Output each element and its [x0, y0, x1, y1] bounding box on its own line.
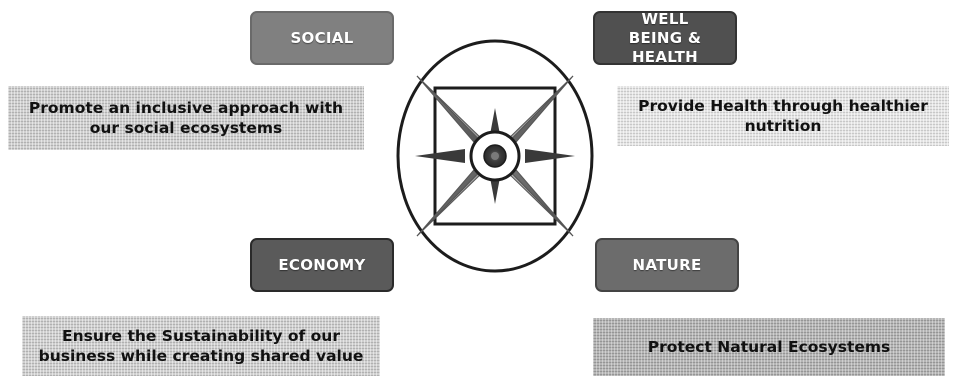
compass-rose-icon	[396, 39, 594, 273]
wellbeing-description-text: Provide Health through healthier nutriti…	[638, 97, 928, 135]
nature-label-text: NATURE	[632, 255, 702, 274]
compass-point-east	[525, 149, 575, 163]
wellbeing-label-text: WELL BEING & HEALTH	[628, 9, 702, 66]
social-label-text: SOCIAL	[290, 28, 354, 47]
nature-description-text: Protect Natural Ecosystems	[647, 338, 891, 356]
economy-label-text: ECONOMY	[278, 255, 366, 274]
economy-description: Ensure the Sustainability of our busines…	[22, 316, 380, 376]
nature-label: NATURE	[595, 238, 739, 292]
social-label: SOCIAL	[250, 11, 394, 65]
wellbeing-description: Provide Health through healthier nutriti…	[617, 86, 949, 146]
social-description: Promote an inclusive approach with our s…	[8, 86, 364, 150]
wellbeing-label: WELL BEING & HEALTH	[593, 9, 737, 66]
economy-label: ECONOMY	[250, 238, 394, 292]
compass-point-west	[415, 149, 465, 163]
compass-diagonal-points	[416, 75, 574, 237]
economy-description-text: Ensure the Sustainability of our busines…	[38, 327, 364, 365]
social-description-text: Promote an inclusive approach with our s…	[28, 99, 344, 137]
nature-description: Protect Natural Ecosystems	[593, 318, 945, 376]
